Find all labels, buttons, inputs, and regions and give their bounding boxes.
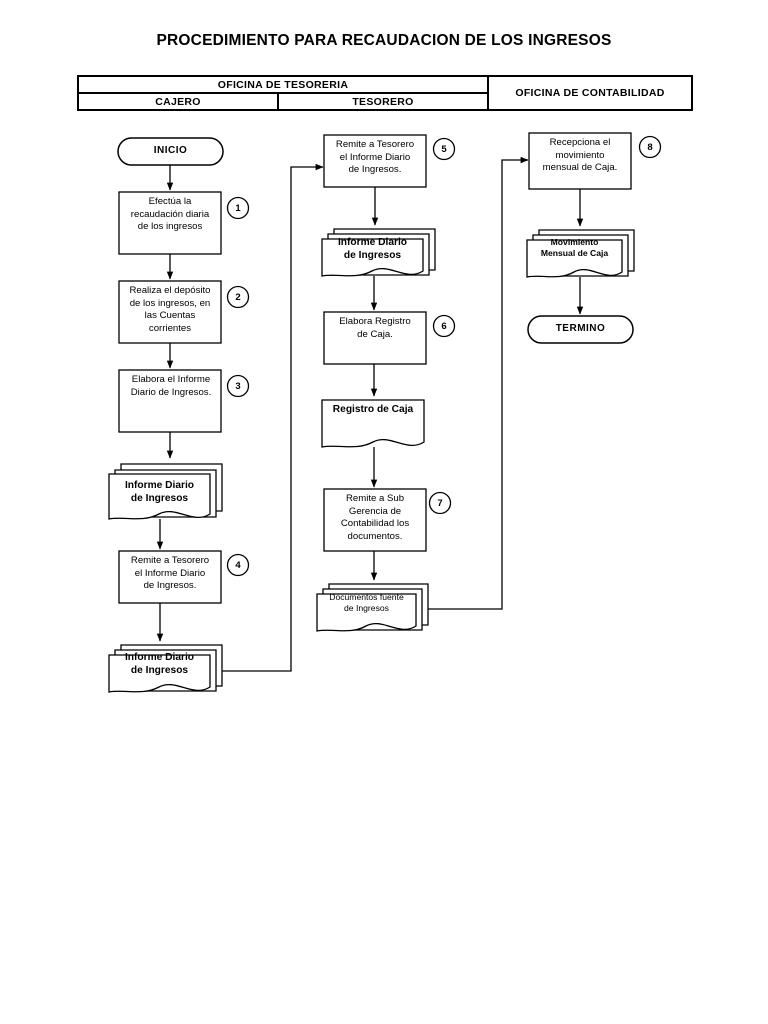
shape-step1 xyxy=(118,191,222,255)
shape-step-number-5 xyxy=(432,137,456,161)
shape-step-number-2 xyxy=(226,285,250,309)
shape-step-number-4 xyxy=(226,553,250,577)
shape-termino xyxy=(527,315,634,344)
shape-doc2-sheet1 xyxy=(108,654,211,693)
shape-step-number-1 xyxy=(226,196,250,220)
connector-doc2-to-step5 xyxy=(222,163,324,672)
shape-doc1-sheet1 xyxy=(108,473,211,520)
shape-doc3-sheet1 xyxy=(321,238,424,277)
shape-doc6-sheet1 xyxy=(526,239,623,278)
shape-step6 xyxy=(323,311,427,365)
shape-step5 xyxy=(323,134,427,188)
shape-step-number-3 xyxy=(226,374,250,398)
header-table: OFICINA DE TESORERIA CAJERO TESORERO OFI… xyxy=(77,75,693,111)
header-cell-oficina-tesoreria: OFICINA DE TESORERIA xyxy=(79,77,489,94)
shape-step-number-7 xyxy=(428,491,452,515)
page-title: PROCEDIMIENTO PARA RECAUDACION DE LOS IN… xyxy=(156,32,612,49)
shape-step4 xyxy=(118,550,222,604)
shape-step8 xyxy=(528,132,632,190)
header-cell-tesorero: TESORERO xyxy=(279,94,489,109)
shape-step-number-8 xyxy=(638,135,662,159)
shape-step-number-6 xyxy=(432,314,456,338)
header-cell-oficina-contabilidad: OFICINA DE CONTABILIDAD xyxy=(515,87,665,99)
shape-step2 xyxy=(118,280,222,344)
header-cell-cajero: CAJERO xyxy=(79,94,279,109)
shape-step7 xyxy=(323,488,427,552)
connector-doc5-to-step8 xyxy=(428,156,529,610)
shape-step3 xyxy=(118,369,222,433)
shape-doc4 xyxy=(321,399,425,448)
shape-inicio xyxy=(117,137,224,166)
shape-doc5-sheet1 xyxy=(316,593,417,632)
